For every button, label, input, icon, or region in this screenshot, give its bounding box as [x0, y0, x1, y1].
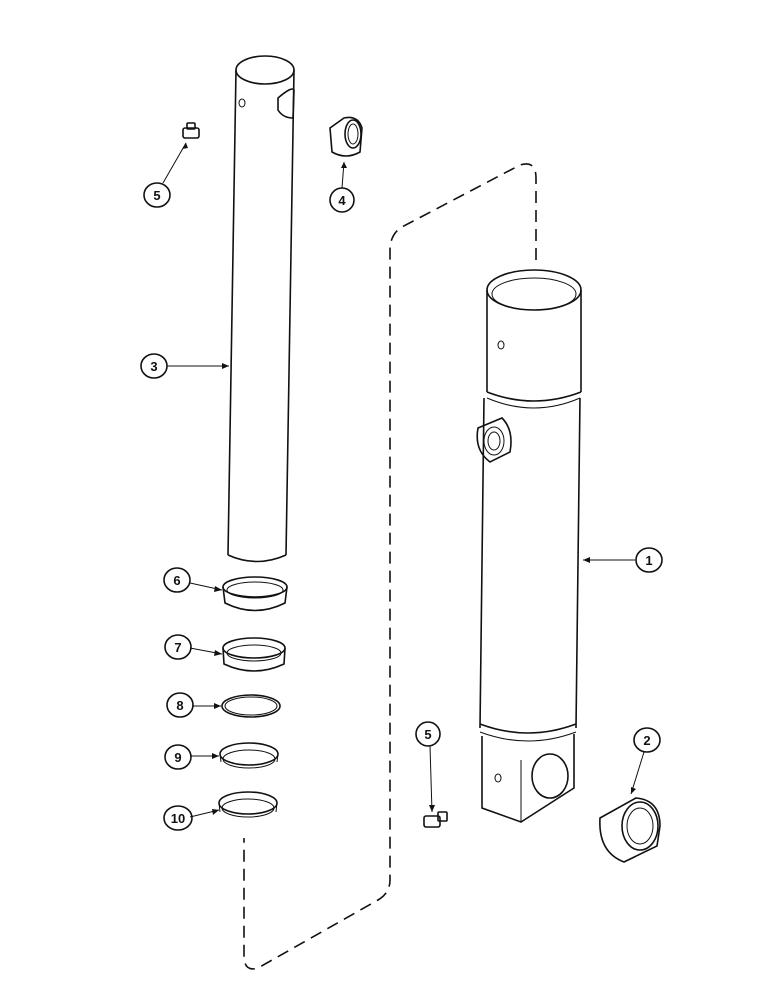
grease-fitting-part-5-top [182, 122, 200, 139]
cylinder-barrel-part-1 [476, 269, 582, 823]
bushing-part-4 [329, 116, 363, 157]
leader-lines [162, 142, 645, 818]
o-ring-part-8 [221, 694, 281, 718]
piston-rod-part-3 [227, 55, 295, 563]
callout-4: 4 [329, 187, 355, 213]
ring-part-6 [222, 576, 288, 612]
callout-9: 9 [164, 744, 192, 770]
ring-part-7 [222, 637, 286, 672]
callout-6: 6 [163, 567, 191, 593]
bushing-part-2 [599, 797, 661, 863]
callout-10: 10 [163, 805, 193, 831]
callout-8: 8 [166, 692, 194, 718]
svg-text:2: 2 [643, 733, 650, 748]
svg-text:9: 9 [174, 750, 181, 765]
callout-3: 3 [140, 353, 168, 379]
ring-part-10 [218, 791, 278, 818]
svg-text:5: 5 [424, 727, 431, 742]
svg-text:4: 4 [338, 193, 346, 208]
svg-text:3: 3 [150, 359, 157, 374]
grease-fitting-part-5-bottom [423, 811, 448, 828]
callout-1: 1 [635, 547, 663, 573]
callout-5-bottom: 5 [415, 721, 441, 747]
svg-text:5: 5 [153, 188, 160, 203]
svg-text:6: 6 [173, 573, 180, 588]
svg-text:7: 7 [174, 640, 181, 655]
callout-7: 7 [164, 634, 192, 660]
callout-2: 2 [633, 727, 661, 753]
assembly-dashed-line [243, 163, 537, 970]
svg-text:1: 1 [645, 553, 652, 568]
svg-text:8: 8 [176, 698, 183, 713]
svg-text:10: 10 [171, 811, 185, 826]
ring-part-9 [219, 742, 279, 769]
callout-5-top: 5 [143, 182, 171, 208]
